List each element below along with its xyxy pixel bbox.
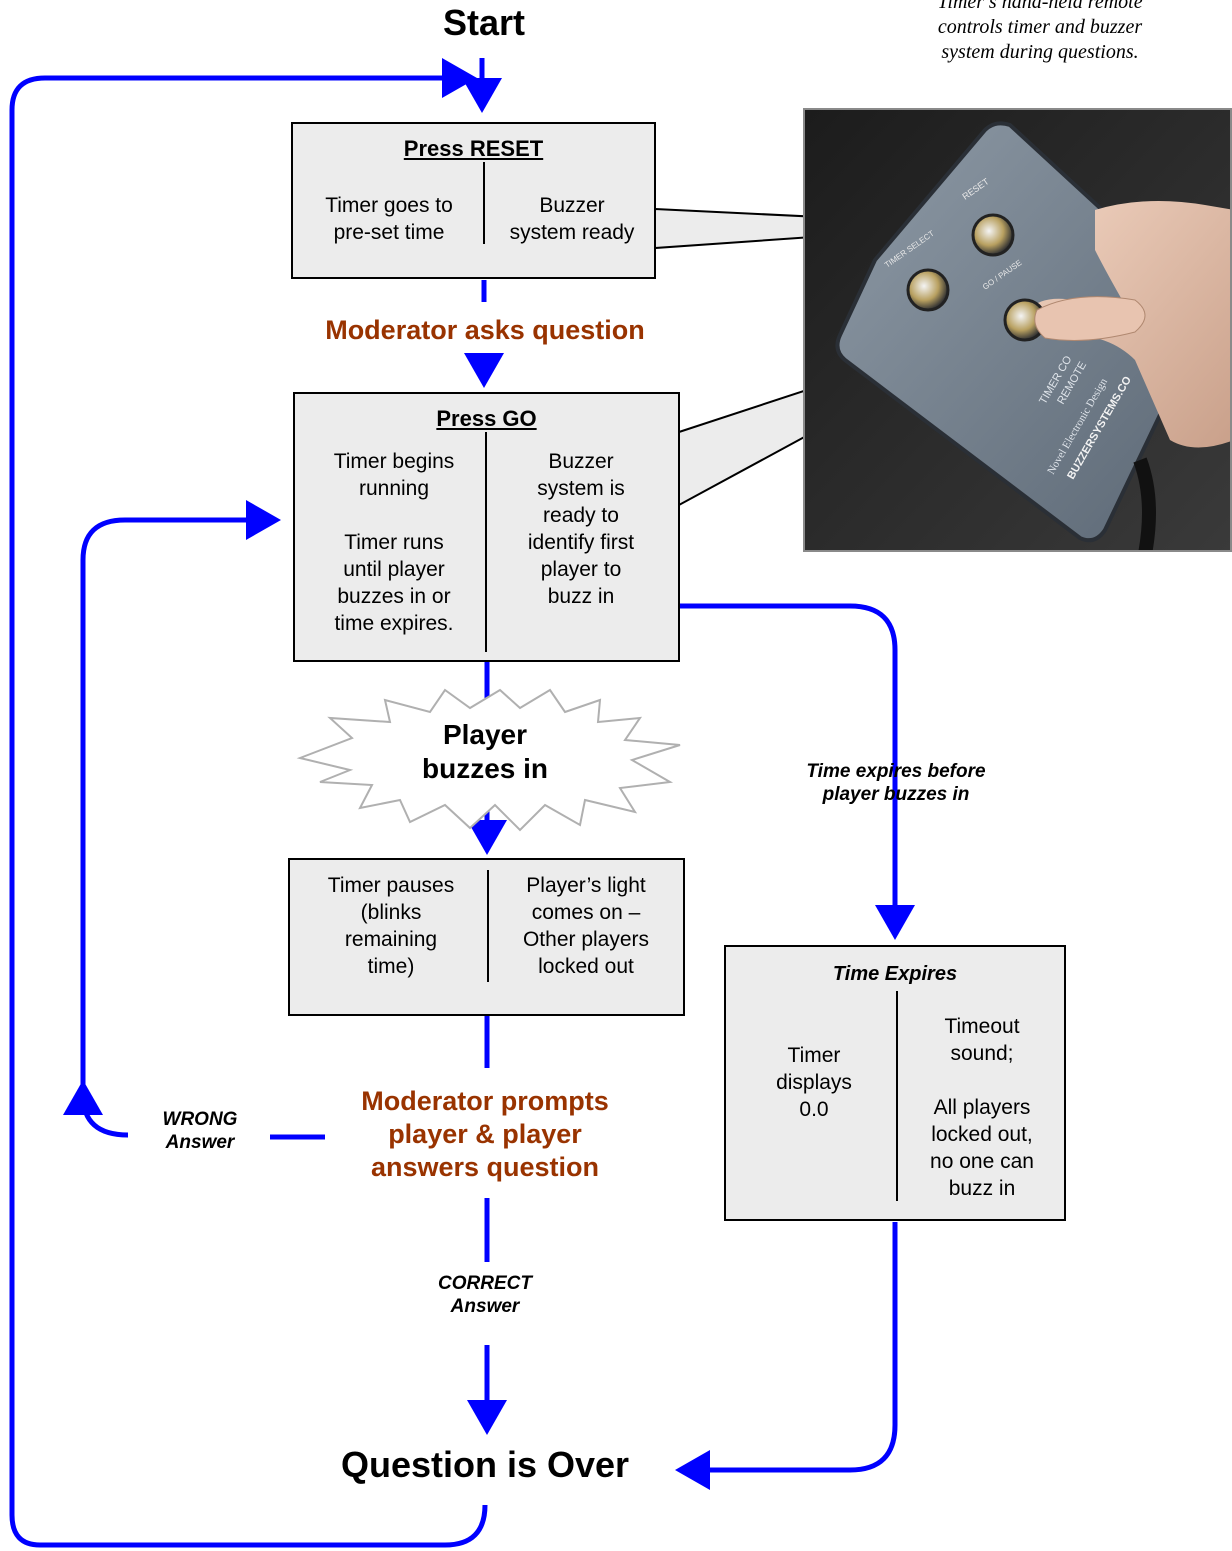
prompts-line-2: player & player [388, 1119, 582, 1149]
remote-illustration: RESET TIMER SELECT GO / PAUSE TIMER CO R… [805, 110, 1230, 550]
expire-right-line-2: sound; [950, 1042, 1014, 1065]
expire-box-divider [896, 991, 898, 1201]
go-box-title: Press GO [436, 406, 537, 431]
prompts-line-1: Moderator prompts [361, 1086, 609, 1116]
pause-right-line-4: locked out [538, 955, 634, 978]
remote-photo: RESET TIMER SELECT GO / PAUSE TIMER CO R… [803, 108, 1232, 552]
reset-box-left: Timer goes to pre-set time [303, 192, 475, 246]
reset-left-line-2: pre-set time [333, 221, 445, 244]
thumb [1034, 296, 1146, 341]
reset-box: Press RESET Timer goes to pre-set time B… [291, 122, 656, 279]
expire-box-title: Time Expires [832, 963, 958, 985]
pause-box-right: Player’s light comes on – Other players … [494, 872, 678, 980]
expire-left-line-1: Timer [787, 1044, 841, 1067]
caption-line-3: system during questions. [941, 41, 1139, 63]
go-left-line-1: Timer begins [333, 450, 455, 473]
time-expire-branch-arrow [679, 603, 915, 940]
go-box: Press GO Timer begins running Timer runs… [293, 392, 680, 662]
go-box-divider [485, 432, 487, 652]
go-left-line-7: time expires. [334, 612, 454, 635]
expire-to-end-arrow [675, 1222, 898, 1490]
time-expires-box: Time Expires Timer displays 0.0 Timeout … [724, 945, 1066, 1221]
go-box-left: Timer begins running Timer runs until pl… [305, 448, 483, 637]
pause-right-line-3: Other players [522, 928, 650, 951]
moderator-prompts-label: Moderator prompts player & player answer… [325, 1085, 645, 1184]
time-expires-before-label: Time expires before player buzzes in [760, 760, 1032, 806]
expire-right-line-5: locked out, [931, 1123, 1033, 1146]
pause-box: Timer pauses (blinks remaining time) Pla… [288, 858, 685, 1016]
time-expires-line-2: player buzzes in [822, 784, 970, 805]
reset-right-line-1: Buzzer [539, 194, 605, 217]
wrong-answer-label: WRONG Answer [130, 1108, 270, 1154]
photo-caption: Timer’s hand-held remote controls timer … [870, 0, 1210, 65]
wrong-loop-arrow [80, 500, 281, 1138]
pause-box-left: Timer pauses (blinks remaining time) [298, 872, 484, 980]
go-left-line-4: Timer runs [344, 531, 444, 554]
expire-right-line-6: no one can [930, 1150, 1034, 1173]
start-label: Start [442, 2, 526, 43]
caption-line-1: Timer’s hand-held remote [937, 0, 1143, 13]
expire-right-line-4: All players [933, 1096, 1031, 1119]
pause-box-divider [487, 870, 489, 982]
go-right-line-2: system is [537, 477, 625, 500]
pause-right-line-1: Player’s light [526, 874, 646, 897]
reset-right-line-2: system ready [509, 221, 635, 244]
prompts-line-3: answers question [370, 1152, 600, 1182]
go-right-line-3: ready to [543, 504, 619, 527]
buzz-burst-label: Player buzzes in [390, 718, 580, 786]
go-right-line-1: Buzzer [548, 450, 614, 473]
loop-back-arrow [9, 58, 488, 1548]
cable [1133, 457, 1156, 550]
expire-right-line-1: Timeout [944, 1015, 1020, 1038]
correct-answer-label: CORRECT Answer [400, 1272, 570, 1318]
pause-left-line-1: Timer pauses [327, 874, 455, 897]
go-box-right: Buzzer system is ready to identify first… [491, 448, 671, 610]
pause-left-line-4: time) [367, 955, 415, 978]
go-right-line-6: buzz in [547, 585, 615, 608]
time-expires-line-1: Time expires before [806, 761, 986, 782]
moderator-asks-label: Moderator asks question [325, 315, 645, 345]
wrong-line-1: WRONG [162, 1109, 238, 1130]
go-left-line-6: buzzes in or [337, 585, 451, 608]
pause-right-line-2: comes on – [531, 901, 641, 924]
go-left-line-5: until player [343, 558, 445, 581]
reset-box-divider [483, 162, 485, 244]
pause-left-line-2: (blinks [360, 901, 422, 924]
correct-line-2: Answer [450, 1296, 520, 1317]
go-right-line-4: identify first [527, 531, 635, 554]
expire-box-right: Timeout sound; All players locked out, n… [902, 1013, 1062, 1202]
wrong-line-2: Answer [165, 1132, 235, 1153]
correct-line-1: CORRECT [438, 1273, 532, 1294]
reset-left-line-1: Timer goes to [325, 194, 453, 217]
question-over-label: Question is Over [340, 1444, 630, 1485]
timer-select-button [906, 268, 950, 312]
buzz-burst-shape [296, 688, 681, 832]
reset-box-title: Press RESET [403, 136, 544, 161]
go-left-line-3 [305, 502, 483, 529]
go-left-line-2: running [358, 477, 430, 500]
pause-left-line-3: remaining [344, 928, 438, 951]
caption-line-2: controls timer and buzzer [937, 16, 1143, 38]
expire-left-line-2: displays [776, 1071, 852, 1094]
expire-right-line-3 [902, 1067, 1062, 1094]
buzz-line-2: buzzes in [421, 753, 548, 784]
go-right-line-5: player to [540, 558, 622, 581]
buzz-line-1: Player [442, 719, 528, 750]
expire-box-left: Timer displays 0.0 [734, 1042, 894, 1123]
reset-box-right: Buzzer system ready [491, 192, 653, 246]
expire-right-line-7: buzz in [948, 1177, 1016, 1200]
reset-button [971, 213, 1015, 257]
expire-left-line-3: 0.0 [799, 1098, 829, 1121]
